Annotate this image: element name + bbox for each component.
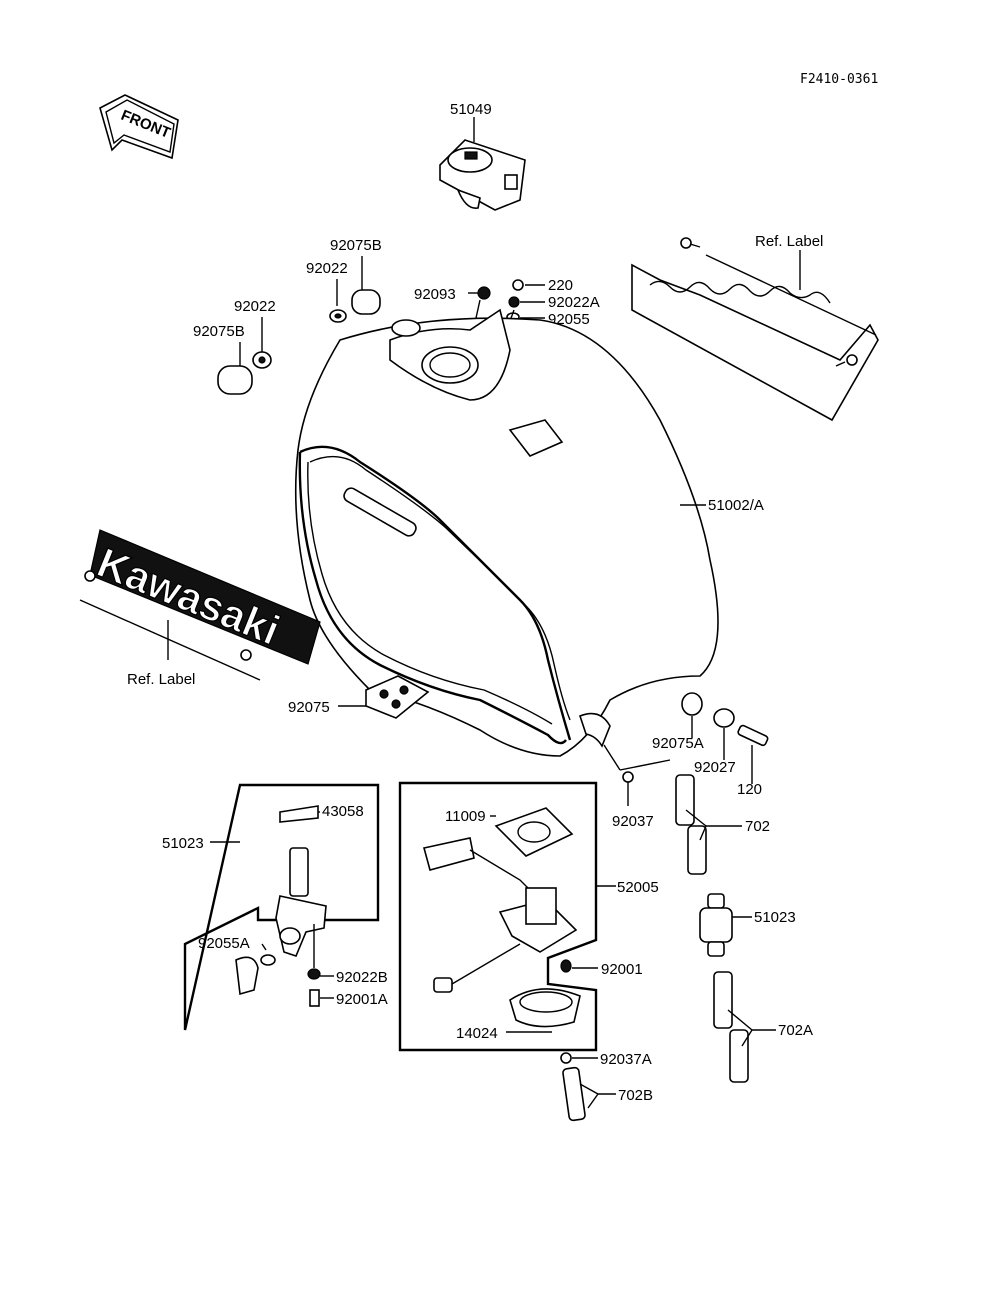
callout-92022-lower: 92022 [234, 298, 276, 315]
callout-14069: 51023 [754, 909, 796, 926]
callout-92075b-lower: 92075B [193, 323, 245, 340]
callout-92027: 92027 [694, 759, 736, 776]
callout-51049: 51049 [450, 101, 492, 118]
right-ref-label-part [631, 237, 879, 422]
callout-92075b-upper: 92075B [330, 237, 382, 254]
callout-52005: 52005 [617, 879, 659, 896]
hose-702b [562, 1066, 586, 1122]
front-arrow-icon: FRONT [99, 94, 179, 160]
callout-220: 220 [548, 277, 573, 294]
rubber-block-92075-part [365, 675, 430, 719]
fuel-gauge-sender-part [423, 807, 581, 1028]
callout-92022a: 92022A [548, 294, 600, 311]
callout-120: 120 [737, 781, 762, 798]
callout-92055a: 92055A [198, 935, 250, 952]
callout-92022-upper: 92022 [306, 260, 348, 277]
callout-92093: 92093 [414, 286, 456, 303]
kawasaki-logo-emblem: Kawasaki [79, 529, 321, 681]
fuel-tap-assembly-box [183, 783, 380, 1031]
fuel-cap-part [439, 139, 526, 211]
callout-11009: 11009 [445, 808, 486, 825]
callout-43058: 43058 [322, 803, 364, 820]
callout-14024: 14024 [456, 1025, 498, 1042]
mount-bolt-set-part [681, 692, 769, 747]
fuel-gauge-sender-box [398, 781, 598, 1052]
callout-92001a: 92001A [336, 991, 388, 1008]
callout-51023: 51023 [162, 835, 204, 852]
rubber-cushion-92075b-upper [351, 289, 381, 315]
callout-92037: 92037 [612, 813, 654, 830]
callout-702: 702 [745, 818, 770, 835]
fuel-filter-part [699, 893, 733, 957]
hose-702-upper [675, 774, 695, 826]
callout-92022b: 92022B [336, 969, 388, 986]
ref-label-left: Ref. Label [127, 671, 195, 688]
figure-code: F2410-0361 [800, 72, 878, 87]
hose-702a-upper [713, 971, 733, 1029]
callout-92001: 92001 [601, 961, 643, 978]
callout-702b: 702B [618, 1087, 653, 1104]
callout-51002a: 51002/A [708, 497, 764, 514]
fuel-tank-part [294, 308, 719, 757]
hose-702a-lower [729, 1029, 749, 1083]
callout-702a: 702A [778, 1022, 813, 1039]
ref-label-right: Ref. Label [755, 233, 823, 250]
fuel-tap-part [235, 805, 327, 1007]
callout-92075: 92075 [288, 699, 330, 716]
callout-92075a: 92075A [652, 735, 704, 752]
rubber-cushion-92075b-lower [217, 365, 253, 395]
callout-92037a: 92037A [600, 1051, 652, 1068]
